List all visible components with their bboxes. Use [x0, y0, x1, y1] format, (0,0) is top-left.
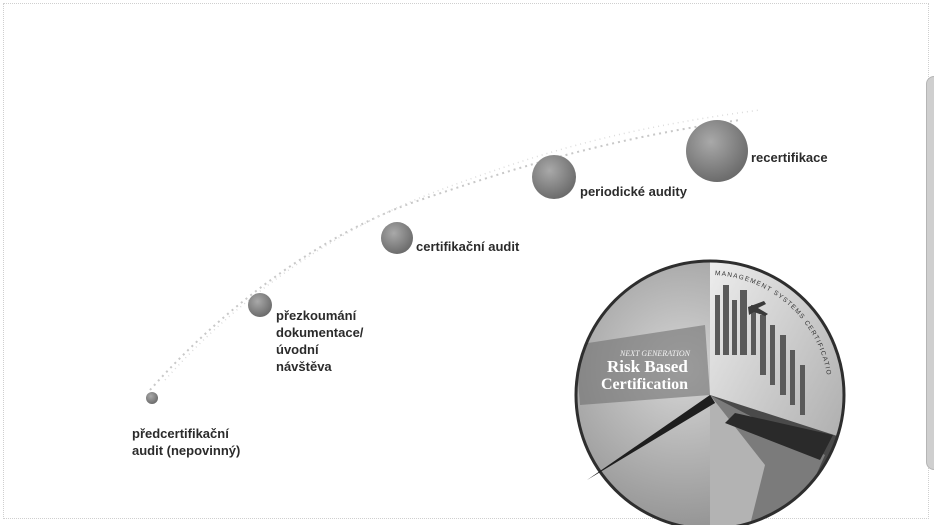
- risk-based-certification-badge: NEXT GENERATION Risk Based Certification…: [565, 255, 846, 525]
- step-dot-certification-audit: [381, 222, 413, 254]
- step-dot-periodic-audits: [532, 155, 576, 199]
- badge-title-line1: Risk Based: [607, 357, 688, 376]
- step-label-certification-audit: certifikační audit: [416, 239, 520, 254]
- step-label-pre-certification: předcertifikační audit (nepovinný): [132, 426, 241, 458]
- step-label-recertification: recertifikace: [751, 150, 828, 165]
- badge-small-title: NEXT GENERATION: [619, 349, 691, 358]
- badge-title-line2: Certification: [601, 376, 688, 393]
- step-label-document-review: přezkoumání dokumentace/ úvodní návštěva: [276, 308, 364, 374]
- side-panel-edge: [926, 76, 934, 470]
- step-dot-pre-certification: [146, 392, 158, 404]
- step-dot-document-review: [248, 293, 272, 317]
- step-dot-recertification: [686, 120, 748, 182]
- step-label-periodic-audits: periodické audity: [580, 184, 687, 199]
